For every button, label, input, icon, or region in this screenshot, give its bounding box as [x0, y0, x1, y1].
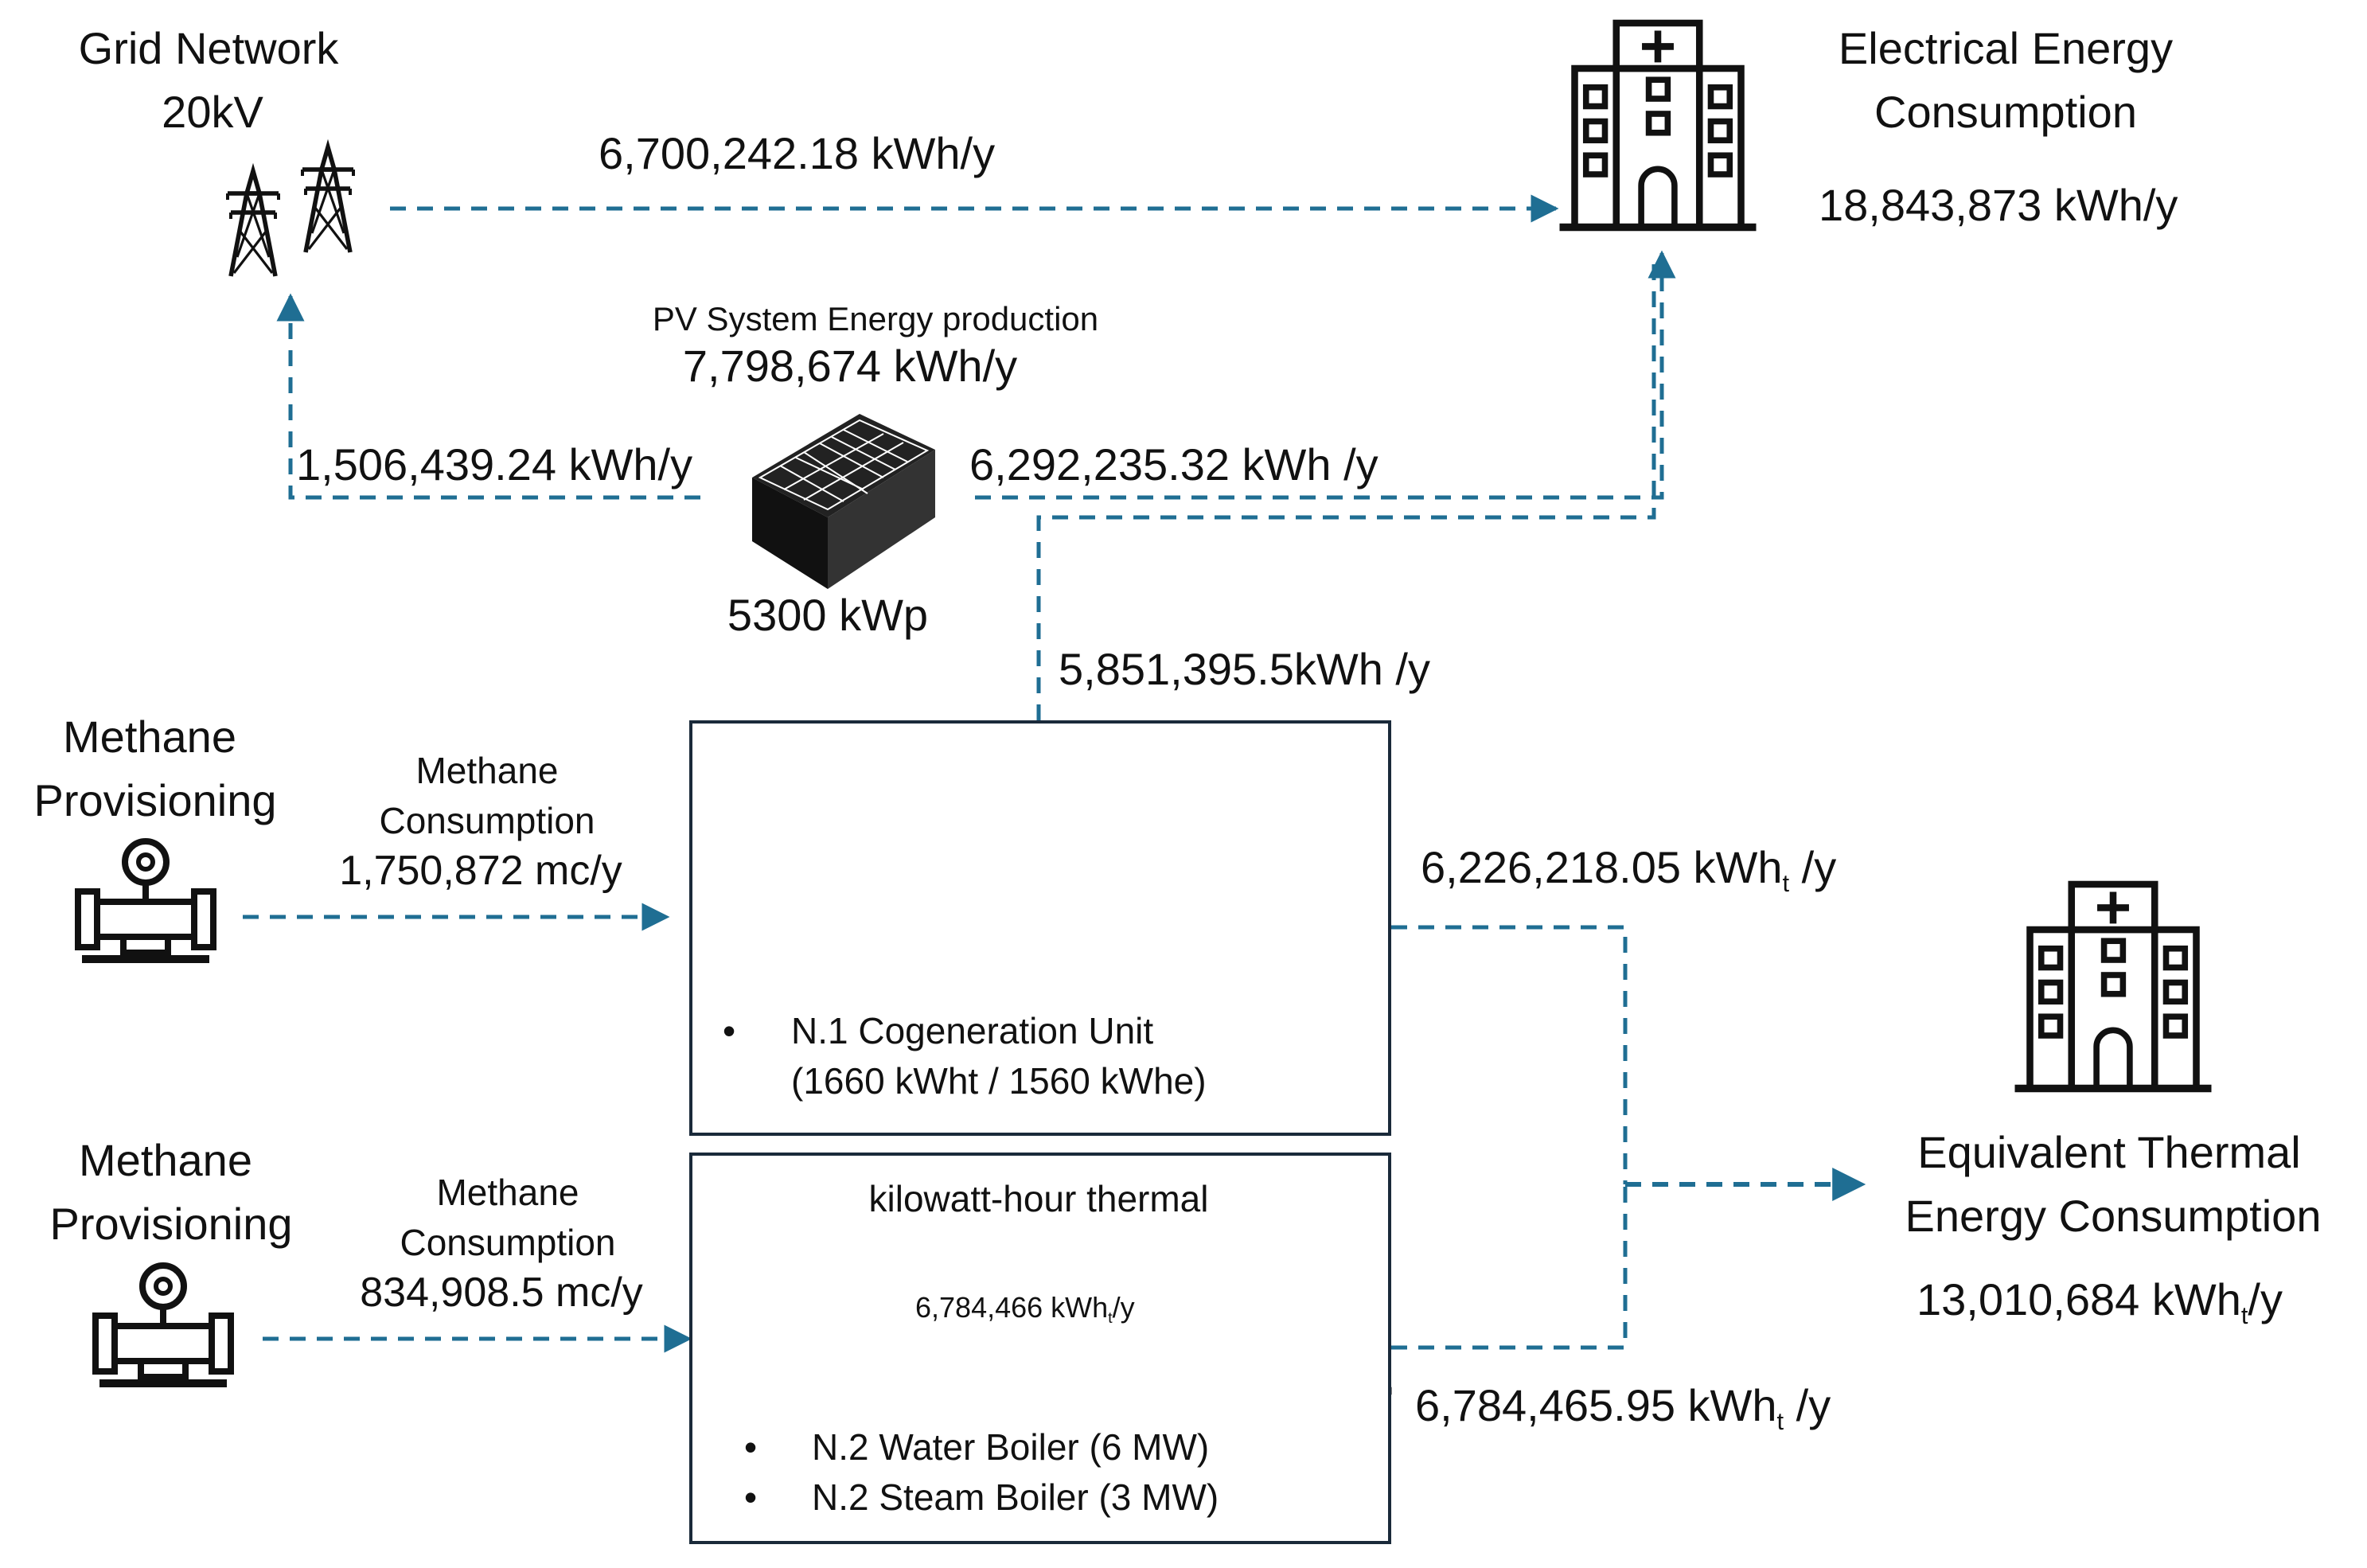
boilers-header: kilowatt-hour thermal	[868, 1178, 1209, 1219]
cogeneration-bullet-dot: •	[723, 1010, 736, 1051]
cogeneration-box	[689, 720, 1391, 1136]
power-tower-icon	[302, 147, 353, 252]
flow-pv-to-grid	[276, 293, 700, 500]
boilers-bullet2: N.2 Steam Boiler (3 MW)	[812, 1476, 1219, 1518]
thermal-title-line2: Energy Consumption	[1905, 1191, 2322, 1241]
methane1-title-line2: Provisioning	[33, 775, 277, 825]
electrical-consumption-value: 18,843,873 kWh/y	[1819, 180, 2178, 230]
grid-title-line2: 20kV	[162, 87, 263, 137]
boilers-output-value: 6,784,465.95 kWht /y	[1415, 1380, 1831, 1435]
methane1-consumption-line1: Methane	[415, 750, 559, 791]
pv-title: PV System Energy production	[652, 300, 1099, 337]
methane2-consumption-value: 834,908.5 mc/y	[360, 1270, 643, 1316]
methane2-consumption-line2: Consumption	[400, 1222, 616, 1263]
flow-cogeneration-to-building	[1036, 253, 1656, 720]
boilers-inner-value: 6,784,466 kWht/y	[915, 1291, 1135, 1327]
cogeneration-bullet-line1: N.1 Cogeneration Unit	[791, 1010, 1154, 1051]
grid-to-building-value: 6,700,242.18 kWh/y	[599, 128, 996, 178]
gas-valve-icon	[78, 841, 213, 959]
flow-cogeneration-to-thermal	[1391, 925, 1628, 1184]
gas-valve-icon	[96, 1266, 231, 1383]
methane1-consumption-value: 1,750,872 mc/y	[339, 848, 622, 894]
boilers-bullet-dot1: •	[744, 1426, 758, 1468]
methane2-consumption-line1: Methane	[436, 1172, 579, 1213]
methane2-title-line2: Provisioning	[49, 1199, 293, 1249]
methane2-title-line1: Methane	[79, 1135, 252, 1185]
power-tower-icon	[228, 171, 279, 276]
pv-to-building-value: 6,292,235.32 kWh /y	[969, 439, 1378, 490]
hospital-building-icon	[2015, 884, 2212, 1089]
cogeneration-bullet-line2: (1660 kWht / 1560 kWhe)	[791, 1060, 1207, 1102]
hospital-building-icon	[1560, 23, 1757, 228]
grid-title-line1: Grid Network	[78, 23, 339, 73]
electrical-title-line1: Electrical Energy	[1838, 23, 2174, 73]
electrical-title-line2: Consumption	[1874, 87, 2137, 137]
methane1-title-line1: Methane	[63, 712, 236, 762]
solar-panel-roof-icon	[752, 414, 935, 589]
thermal-title-line1: Equivalent Thermal	[1917, 1127, 2301, 1177]
boilers-bullet1: N.2 Water Boiler (6 MW)	[812, 1426, 1210, 1468]
pv-to-grid-value: 1,506,439.24 kWh/y	[296, 439, 693, 490]
cogeneration-output-value: 6,226,218.05 kWht /y	[1421, 842, 1837, 897]
thermal-consumption-value: 13,010,684 kWht/y	[1917, 1274, 2283, 1329]
pv-to-cogeneration-value: 5,851,395.5kWh /y	[1059, 644, 1430, 694]
pv-capacity: 5300 kWp	[727, 590, 929, 640]
flow-pv-to-building	[975, 250, 1676, 500]
methane1-consumption-line2: Consumption	[379, 800, 595, 841]
boilers-box	[689, 1153, 1391, 1544]
boilers-bullet-dot2: •	[744, 1476, 758, 1518]
flow-boilers-to-thermal	[1391, 1184, 1628, 1350]
pv-production-value: 7,798,674 kWh/y	[682, 341, 1018, 391]
